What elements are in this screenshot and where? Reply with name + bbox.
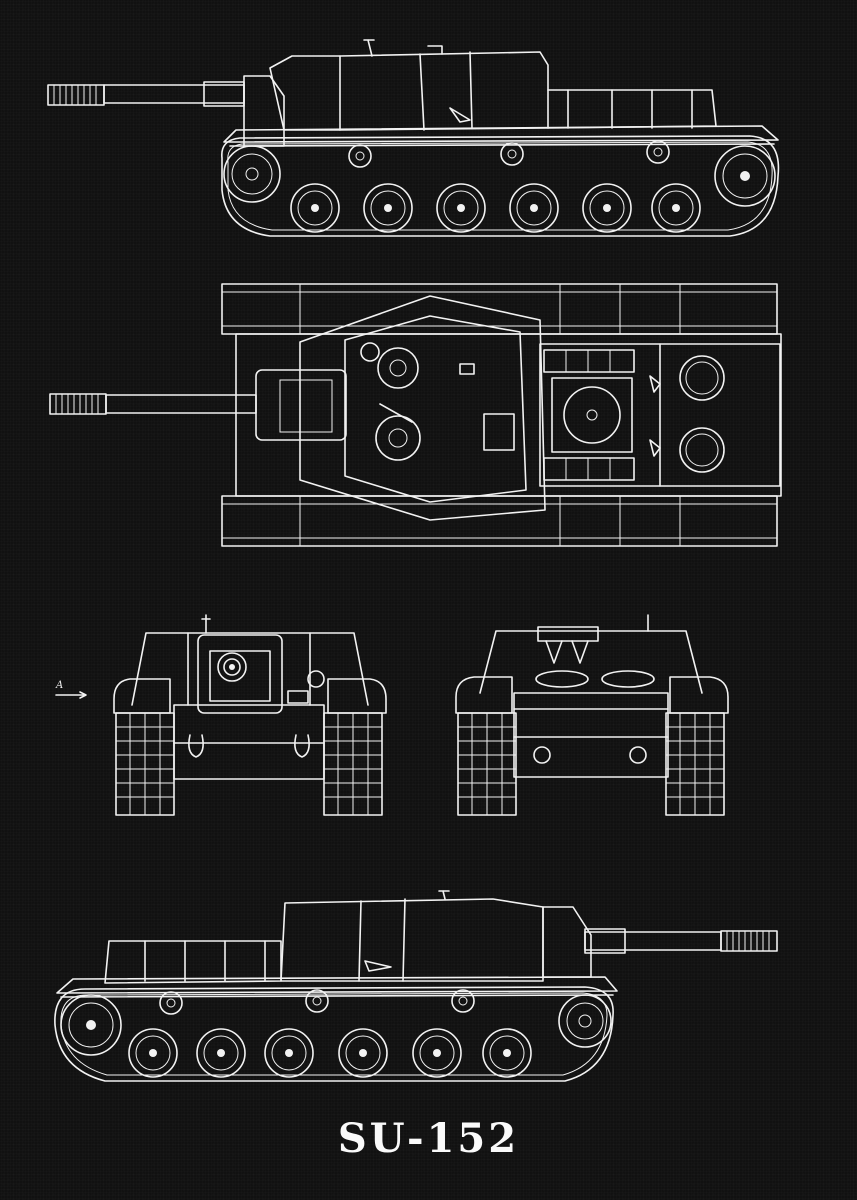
road-wheels — [290, 183, 701, 233]
return-rollers — [159, 989, 475, 1015]
top-view — [49, 283, 782, 547]
return-rollers — [348, 140, 670, 168]
idler-wheel — [223, 145, 281, 203]
side-view-right — [54, 890, 778, 1082]
poster-title: SU-152 — [337, 1115, 520, 1162]
idler-wheel — [558, 994, 612, 1048]
rear-view — [455, 614, 729, 816]
side-view-left — [47, 39, 780, 237]
road-wheels — [128, 1028, 532, 1078]
drive-sprocket — [60, 994, 122, 1056]
view-arrow-icon — [55, 691, 87, 699]
front-view — [113, 614, 387, 816]
drive-sprocket — [714, 145, 776, 207]
view-marker-label: A — [56, 680, 64, 691]
